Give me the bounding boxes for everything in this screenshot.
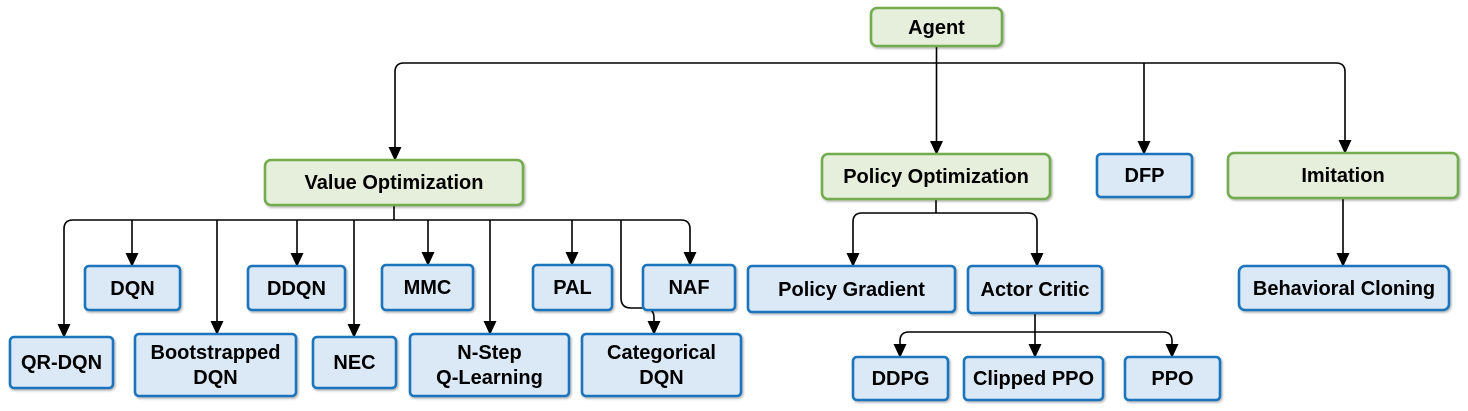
node-label: Clipped PPO (973, 368, 1094, 390)
node-label: Behavioral Cloning (1253, 278, 1435, 300)
node-label-line1: Categorical (607, 342, 716, 364)
node-label: QR-DQN (21, 352, 102, 374)
edge-actor-critic-ddpg (893, 331, 910, 358)
node-mmc: MMC (380, 263, 475, 312)
node-label: PAL (553, 277, 592, 299)
node-policy-gradient: Policy Gradient (746, 264, 957, 314)
node-label: DDPG (872, 368, 930, 390)
node-label: Policy Optimization (843, 166, 1029, 188)
node-label-line2: Q-Learning (436, 367, 543, 389)
edge-value-naf (680, 219, 697, 266)
node-pal: PAL (531, 263, 614, 312)
edge-agent-imitation (1335, 62, 1352, 154)
node-label: MMC (404, 277, 452, 299)
connectors (57, 46, 1352, 358)
node-label: Value Optimization (305, 172, 484, 194)
node-label: DQN (110, 278, 154, 300)
node-dqn: DQN (83, 264, 182, 312)
node-label: DFP (1125, 165, 1165, 187)
node-clipped-ppo: Clipped PPO (962, 355, 1105, 402)
node-label-line2: DQN (639, 367, 683, 389)
edge-value-qr-dqn (57, 219, 74, 338)
node-ppo: PPO (1123, 355, 1222, 402)
node-label: PPO (1151, 368, 1193, 390)
node-label: NEC (333, 352, 375, 374)
node-policy-optimization: Policy Optimization (820, 152, 1052, 201)
node-behavioral-cloning: Behavioral Cloning (1237, 264, 1451, 312)
node-naf: NAF (641, 263, 737, 312)
node-imitation: Imitation (1226, 151, 1460, 200)
node-bootstrapped-dqn: Bootstrapped DQN (133, 332, 298, 398)
node-label: Actor Critic (981, 279, 1090, 301)
node-label-line1: Bootstrapped (151, 342, 281, 364)
node-label: NAF (668, 277, 709, 299)
node-agent: Agent (869, 6, 1004, 48)
edge-policy-actor-critic (1027, 212, 1044, 267)
edge-policy-policy-gradient (846, 212, 863, 267)
node-label-line1: N-Step (457, 342, 521, 364)
node-label: Agent (908, 17, 965, 39)
node-categorical-dqn: Categorical DQN (580, 332, 743, 398)
edge-actor-critic-ppo (1162, 331, 1179, 358)
node-label-line2: DQN (193, 367, 237, 389)
node-qr-dqn: QR-DQN (8, 335, 115, 390)
node-label: Policy Gradient (778, 279, 925, 301)
node-ddqn: DDQN (246, 264, 347, 312)
node-n-step-q-learning: N-Step Q-Learning (408, 332, 571, 398)
node-ddpg: DDPG (851, 355, 950, 402)
node-dfp: DFP (1095, 152, 1194, 199)
node-nec: NEC (311, 335, 398, 390)
node-actor-critic: Actor Critic (966, 264, 1104, 315)
node-label: DDQN (267, 278, 326, 300)
node-label: Imitation (1301, 165, 1384, 187)
edge-agent-value-optimization (388, 62, 405, 161)
node-value-optimization: Value Optimization (263, 158, 525, 207)
edge-value-categorical-dqn (620, 220, 661, 335)
